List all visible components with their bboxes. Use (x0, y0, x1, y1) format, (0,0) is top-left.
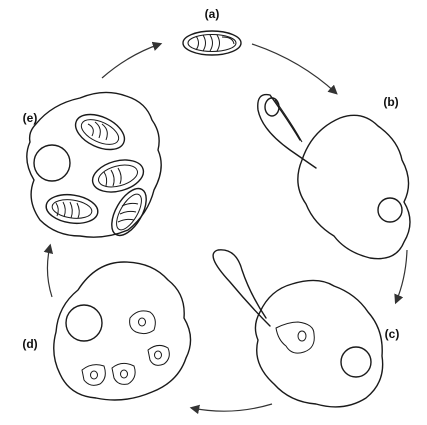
stage-e-host-cell (27, 92, 161, 241)
arrow-e-to-a (102, 44, 160, 78)
stage-a-spore (183, 31, 241, 55)
label-stage-d: (d) (22, 337, 37, 351)
label-stage-b: (b) (383, 95, 398, 109)
stage-c-host-cell (213, 250, 383, 407)
arrow-b-to-c (396, 250, 407, 302)
label-stage-a: (a) (205, 7, 220, 21)
arrow-a-to-b (252, 44, 336, 93)
stage-d-host-cell (54, 262, 191, 400)
label-stage-e: (e) (23, 111, 38, 125)
arrow-d-to-e (47, 246, 52, 297)
arrow-c-to-d (192, 404, 272, 411)
label-stage-c: (c) (385, 327, 400, 341)
stage-b-host-cell (258, 95, 410, 259)
